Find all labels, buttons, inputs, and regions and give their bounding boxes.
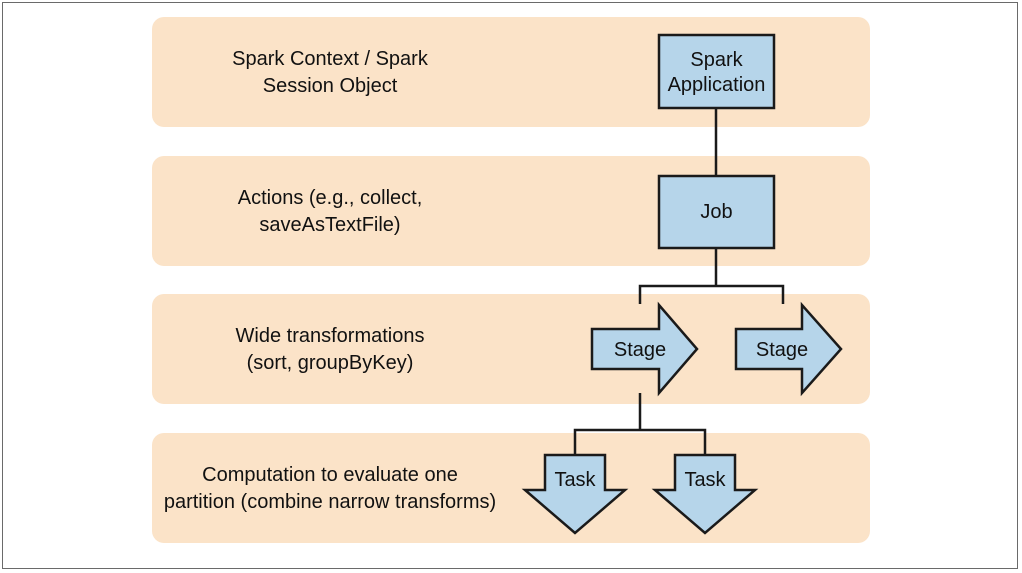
layer-label-stages: Wide transformations (sort, groupByKey) [180,323,480,377]
layer-label-line: (sort, groupByKey) [246,352,414,374]
job-node: Job [657,174,776,250]
stage-node: Stage [590,301,699,397]
layer-label-line: Actions (e.g., collect, [237,187,423,209]
spark-application-label: Application [668,74,766,96]
layer-label-line: Session Object [262,75,398,97]
connector-stage-bar [638,284,785,304]
task-label: Task [684,469,726,491]
connectors [573,108,785,455]
layer-label-line: Wide transformations [235,325,425,347]
layer-label-line: partition (combine narrow transforms) [163,491,497,513]
spark-application-label: Spark [690,49,743,71]
task-label: Task [554,469,596,491]
layer-label-line: saveAsTextFile) [259,214,401,236]
layer-label-tasks: Computation to evaluate one partition (c… [150,462,510,516]
stage-label: Stage [756,339,808,361]
job-label: Job [700,201,732,223]
stage-node: Stage [734,301,843,397]
task-node: Task [651,453,759,535]
connector-task-bar [573,428,707,455]
layer-label-actions: Actions (e.g., collect, saveAsTextFile) [180,185,480,239]
layer-band-tasks [152,433,870,543]
spark-application-node: Spark Application [657,33,776,110]
stage-label: Stage [614,339,666,361]
layer-label-line: Spark Context / Spark [232,48,428,70]
layer-label-application: Spark Context / Spark Session Object [180,46,480,100]
task-node: Task [521,453,629,535]
layer-label-line: Computation to evaluate one [202,464,458,486]
